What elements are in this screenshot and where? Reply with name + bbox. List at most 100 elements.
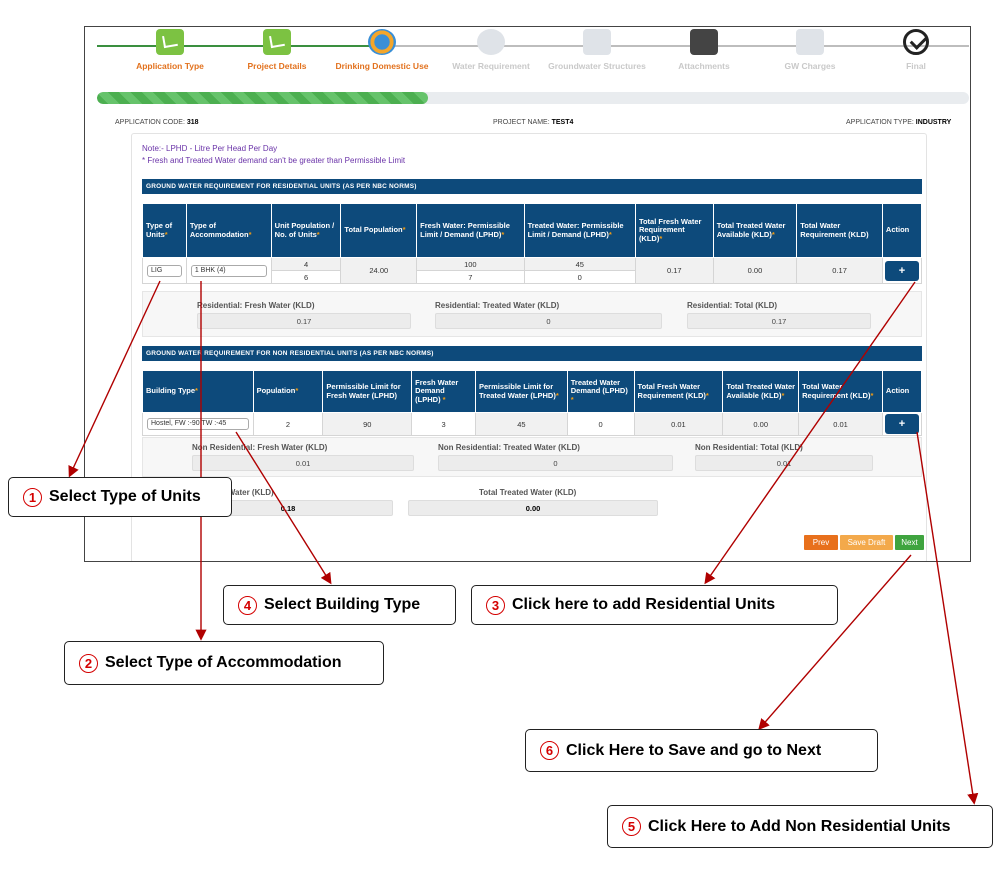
cell-building-type: Hostel, FW :-90 TW :-45 (142, 412, 254, 436)
col-total-treated: Total Treated Water Available (KLD)* (712, 203, 798, 258)
callout-5: 5 Click Here to Add Non Residential Unit… (607, 805, 993, 848)
cell-type-units: LIG (142, 257, 187, 284)
th-text: Total Population (344, 225, 403, 235)
stepper-line-pending (387, 45, 969, 47)
th-text: Total Water Requirement (KLD) (802, 381, 871, 400)
step-label: Attachments (678, 61, 730, 71)
th-text: Treated Water: Permissible Limit / Deman… (527, 220, 624, 239)
callout-number: 4 (238, 595, 257, 615)
fresh-permissible-limit: 100 (416, 257, 525, 271)
perm-fresh-value: 90 (322, 412, 413, 436)
nonresidential-section-title: GROUND WATER REQUIREMENT FOR NON RESIDEN… (142, 346, 922, 361)
th-text: Fresh Water: Permissible Limit / Demand … (420, 220, 510, 239)
step-attachments[interactable]: Attachments (649, 29, 759, 71)
col-total-requirement: Total Water Requirement (KLD)* (798, 370, 883, 413)
value: TEST4 (551, 119, 574, 126)
th-text: Type of Accommodation (189, 220, 249, 239)
fresh-demand-input[interactable]: 3 (411, 412, 476, 436)
stepper-line-done (97, 45, 387, 47)
col-action: Action (881, 203, 923, 258)
step-water-requirement[interactable]: Water Requirement (436, 29, 546, 71)
callout-number: 5 (622, 817, 641, 836)
callout-text: Click Here to Save and go to Next (566, 741, 822, 759)
next-button[interactable]: Next (895, 535, 924, 550)
nonresidential-table: Building Type* Population* Permissible L… (142, 370, 923, 436)
progress-fill (97, 92, 429, 104)
table-row: LIG 1 BHK (4) 4 24.00 100 45 0.17 0.00 0… (142, 257, 923, 284)
type-of-units-select[interactable]: LIG (147, 264, 182, 277)
treated-demand-input[interactable]: 0 (566, 412, 635, 436)
res-total-value: 0.17 (687, 313, 871, 329)
step-project-details[interactable]: Project Details (222, 29, 332, 71)
perm-treated-value: 45 (475, 412, 568, 436)
callout-3: 3 Click here to add Residential Units (471, 585, 838, 625)
no-of-units-input[interactable]: 6 (270, 270, 342, 284)
callout-6: 6 Click Here to Save and go to Next (525, 729, 878, 772)
total-treated-label: Total Treated Water (KLD) (479, 488, 577, 497)
callout-text: Select Building Type (264, 596, 421, 613)
res-fresh-label: Residential: Fresh Water (KLD) (197, 301, 315, 310)
col-fresh-water: Fresh Water: Permissible Limit / Demand … (416, 203, 525, 258)
step-gw-charges[interactable]: GW Charges (755, 29, 865, 71)
save-draft-button[interactable]: Save Draft (840, 535, 893, 550)
project-name: PROJECT NAME: TEST4 (493, 119, 573, 126)
total-population: 24.00 (340, 257, 418, 284)
callout-text: Click Here to Add Non Residential Units (648, 817, 951, 835)
col-perm-treated: Permissible Limit for Treated Water (LPH… (475, 370, 568, 413)
res-fresh-value: 0.17 (197, 313, 411, 329)
col-perm-fresh: Permissible Limit for Fresh Water (LPHD) (322, 370, 413, 413)
total-treated-value: 0.00 (722, 412, 800, 436)
nonres-total-value: 0.01 (695, 455, 873, 471)
total-treated-value: 0.00 (408, 500, 658, 516)
step-label: Groundwater Structures (548, 61, 646, 71)
col-type-accommodation: Type of Accommodation* (185, 203, 272, 258)
callout-text: Click here to add Residential Units (512, 596, 776, 613)
label: PROJECT NAME: (493, 119, 550, 126)
building-type-select[interactable]: Hostel, FW :-90 TW :-45 (147, 418, 249, 430)
total-treated-available: 0.00 (712, 257, 798, 284)
col-total-population: Total Population* (340, 203, 418, 258)
step-label: Application Type (136, 61, 204, 71)
add-residential-unit-button[interactable]: + (884, 260, 919, 281)
callout-text: Select Type of Units (49, 488, 201, 505)
pdf-icon (690, 29, 718, 55)
population-input[interactable]: 2 (252, 412, 324, 436)
note-demand-limit: * Fresh and Treated Water demand can't b… (142, 156, 406, 165)
value: 318 (186, 119, 199, 126)
calculator-icon (796, 29, 824, 55)
th-text: Total Treated Water Available (KLD) (716, 220, 786, 239)
prev-button[interactable]: Prev (804, 535, 838, 550)
step-groundwater-structures[interactable]: Groundwater Structures (541, 29, 653, 71)
treated-demand-input[interactable]: 0 (523, 270, 636, 284)
col-population: Population* (252, 370, 324, 413)
check-circle-icon (903, 29, 929, 55)
col-type-units: Type of Units* (142, 203, 187, 258)
fresh-demand-input[interactable]: 7 (416, 270, 525, 284)
type-of-accommodation-select[interactable]: 1 BHK (4) (190, 264, 267, 277)
col-fresh-demand: Fresh Water Demand (LPHD) * (411, 370, 476, 413)
col-total-fresh: Total Fresh Water Requirement (KLD)* (633, 370, 724, 413)
residential-table: Type of Units* Type of Accommodation* Un… (142, 203, 923, 284)
th-text: Total Treated Water Available (KLD) (726, 381, 796, 400)
col-treated-demand: Treated Water Demand (LPHD) * (566, 370, 635, 413)
add-nonresidential-unit-button[interactable]: + (884, 414, 919, 434)
step-label: Project Details (247, 61, 307, 71)
total-requirement-value: 0.01 (798, 412, 883, 436)
callout-1: 1 Select Type of Units (8, 477, 232, 517)
th-text: Treated Water Demand (LPHD) (570, 377, 628, 396)
step-application-type[interactable]: Application Type (115, 29, 225, 71)
cell-action: + (881, 412, 923, 436)
progress-bar (97, 92, 969, 104)
step-label: Water Requirement (452, 61, 530, 71)
step-final[interactable]: Final (861, 29, 970, 71)
table-row: 6 7 0 (143, 270, 922, 284)
note-lphd: Note:- LPHD - Litre Per Head Per Day (142, 144, 278, 153)
callout-text: Select Type of Accommodation (105, 654, 342, 671)
step-label: GW Charges (784, 61, 836, 71)
th-text: Total Fresh Water Requirement (KLD) (637, 381, 706, 400)
step-drinking-domestic[interactable]: Drinking Domestic Use (327, 29, 437, 71)
res-treated-label: Residential: Treated Water (KLD) (435, 301, 560, 310)
col-building-type: Building Type* (142, 370, 254, 413)
col-unit-population: Unit Population / No. of Units* (270, 203, 342, 258)
nonres-total-label: Non Residential: Total (KLD) (695, 443, 803, 452)
